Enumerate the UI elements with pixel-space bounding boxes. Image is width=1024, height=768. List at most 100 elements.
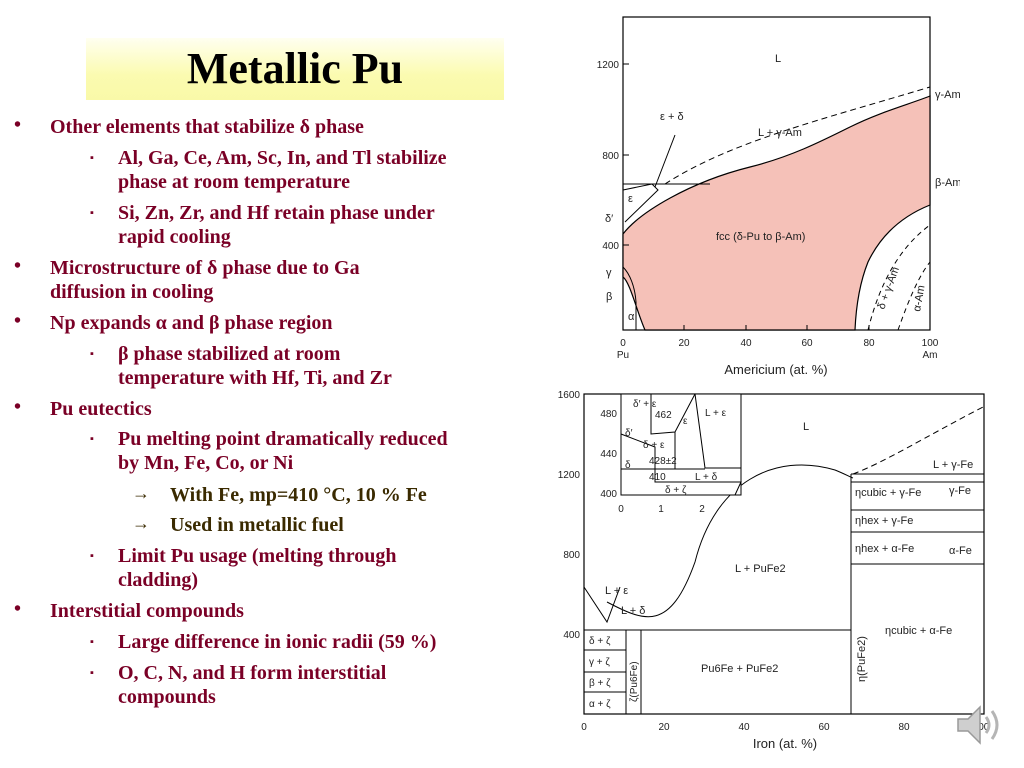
x-tick-label: 60 bbox=[818, 722, 830, 733]
region-label: L + γ-Fe bbox=[933, 459, 973, 471]
region-label: ηcubic + γ-Fe bbox=[855, 487, 921, 499]
inset-y-tick: 400 bbox=[600, 489, 617, 500]
inset-label: ε bbox=[683, 416, 688, 427]
liquidus-line bbox=[664, 86, 931, 185]
sub-bullet-marker: ▪ bbox=[90, 433, 94, 445]
sub-bullet-item: compounds bbox=[118, 686, 216, 708]
sub-bullet-marker: ▪ bbox=[90, 636, 94, 648]
region-label: L + PuFe2 bbox=[735, 563, 786, 575]
sub-bullet-item: cladding) bbox=[118, 569, 199, 591]
y-tick-label: 800 bbox=[602, 151, 619, 162]
region-label: γ bbox=[606, 267, 612, 279]
inset-label: L + δ bbox=[695, 472, 718, 483]
region-label: δ + γ-Am bbox=[876, 265, 902, 311]
beta-boundary bbox=[622, 266, 637, 330]
sub-bullet-item: phase at room temperature bbox=[118, 171, 350, 193]
x-tick-label: 60 bbox=[801, 338, 813, 349]
bullet-item: Pu eutectics bbox=[50, 398, 152, 420]
inset-label: δ + ζ bbox=[665, 485, 687, 496]
region-label: Pu6Fe + PuFe2 bbox=[701, 663, 778, 675]
bullet-item: Interstitial compounds bbox=[50, 600, 244, 622]
slide-title: Metallic Pu bbox=[186, 44, 404, 93]
inset-y-tick: 480 bbox=[600, 409, 617, 420]
x-tick-label: 20 bbox=[658, 722, 670, 733]
region-label: α bbox=[628, 311, 635, 323]
region-label: η(PuFe2) bbox=[856, 636, 868, 682]
region-label: β bbox=[606, 291, 612, 303]
region-label: ε bbox=[628, 193, 633, 205]
inset-x-tick: 0 bbox=[618, 504, 624, 515]
inset-y-tick: 440 bbox=[600, 449, 617, 460]
inset-label: δ′ bbox=[625, 428, 633, 439]
region-label: ηhex + γ-Fe bbox=[855, 515, 913, 527]
sub-bullet-item: temperature with Hf, Ti, and Zr bbox=[118, 367, 392, 389]
bullet-item: Np expands α and β phase region bbox=[50, 312, 333, 334]
pu-fe-phase-diagram: 480 440 400 0 1 2 δ′ + ε 462 ε L + ε δ′ … bbox=[558, 390, 990, 751]
region-label: β-Am bbox=[935, 177, 960, 189]
region-label: α-Fe bbox=[949, 545, 972, 557]
region-label: L bbox=[775, 53, 781, 65]
region-label: L + ε bbox=[605, 585, 628, 597]
liquidus-dashed bbox=[852, 406, 984, 475]
sub-sub-bullet-item: Used in metallic fuel bbox=[170, 514, 344, 536]
x-tick-label: 100 bbox=[973, 722, 990, 733]
region-label: γ + ζ bbox=[589, 657, 610, 668]
x-tick-label: 20 bbox=[678, 338, 690, 349]
sub-bullet-marker: ▪ bbox=[90, 348, 94, 360]
bullet-marker: • bbox=[14, 598, 22, 620]
bullet-item: Microstructure of δ phase due to Ga bbox=[50, 257, 360, 279]
region-label: δ + ζ bbox=[589, 636, 611, 647]
sub-bullet-marker: ▪ bbox=[90, 152, 94, 164]
sub-bullet-item: β phase stabilized at room bbox=[118, 343, 341, 365]
region-label: γ-Am bbox=[935, 89, 960, 101]
inset-frame bbox=[620, 393, 742, 496]
region-label: L + γ-Am bbox=[758, 127, 802, 139]
sub-bullet-marker: ▪ bbox=[90, 667, 94, 679]
bullet-marker: • bbox=[14, 255, 22, 277]
region-label: α-Am bbox=[911, 284, 927, 312]
bullet-item: Other elements that stabilize δ phase bbox=[50, 116, 364, 138]
region-label: δ′ bbox=[605, 213, 613, 225]
dashed-boundary bbox=[867, 224, 931, 331]
region-label: γ-Fe bbox=[949, 485, 971, 497]
leader-line bbox=[654, 134, 676, 188]
x-tick-label: 0 bbox=[620, 338, 626, 349]
sub-bullet-item: Pu melting point dramatically reduced bbox=[118, 428, 448, 450]
x-end-label: Am bbox=[923, 350, 938, 361]
x-tick-label: 40 bbox=[738, 722, 750, 733]
sub-bullet-item: Si, Zn, Zr, and Hf retain phase under bbox=[118, 202, 435, 224]
inset-x-tick: 1 bbox=[658, 504, 664, 515]
sub-bullet-item: rapid cooling bbox=[118, 226, 231, 248]
liquidus-curve bbox=[606, 464, 854, 618]
pu-am-phase-diagram: 1200 800 400 0 20 40 60 80 100 Pu Am Ame… bbox=[597, 16, 960, 377]
inset-label: 428±2 bbox=[649, 456, 677, 467]
x-end-label: Pu bbox=[617, 350, 629, 361]
speaker-icon[interactable] bbox=[950, 695, 1010, 755]
y-tick-label: 1600 bbox=[558, 390, 581, 401]
region-label: L bbox=[803, 421, 809, 433]
region-label: β + ζ bbox=[589, 678, 611, 689]
x-tick-label: 100 bbox=[922, 338, 939, 349]
inset-label: δ′ + ε bbox=[633, 399, 657, 410]
y-tick-label: 1200 bbox=[558, 470, 581, 481]
sub-bullet-item: Limit Pu usage (melting through bbox=[118, 545, 397, 567]
region-label: L + δ bbox=[621, 605, 645, 617]
region-label: ηcubic + α-Fe bbox=[885, 625, 952, 637]
sub-bullet-item: by Mn, Fe, Co, or Ni bbox=[118, 452, 294, 474]
sub-bullet-item: Large difference in ionic radii (59 %) bbox=[118, 631, 437, 653]
sub-bullet-marker: ▪ bbox=[90, 550, 94, 562]
region-label: ηhex + α-Fe bbox=[855, 543, 914, 555]
y-tick-label: 1200 bbox=[597, 60, 620, 71]
plot-frame bbox=[583, 393, 985, 715]
arrow-marker: → bbox=[132, 513, 150, 533]
x-tick-label: 40 bbox=[740, 338, 752, 349]
x-tick-label: 80 bbox=[898, 722, 910, 733]
inset-label: L + ε bbox=[705, 408, 727, 419]
region-label: ζ(Pu6Fe) bbox=[629, 661, 640, 702]
y-tick-label: 400 bbox=[602, 241, 619, 252]
y-tick-label: 400 bbox=[563, 630, 580, 641]
sub-sub-bullet-item: With Fe, mp=410 °C, 10 % Fe bbox=[170, 484, 427, 506]
inset-x-tick: 2 bbox=[699, 504, 705, 515]
sub-bullet-item: Al, Ga, Ce, Am, Sc, In, and Tl stabilize bbox=[118, 147, 447, 169]
inset-label: 462 bbox=[655, 410, 672, 421]
